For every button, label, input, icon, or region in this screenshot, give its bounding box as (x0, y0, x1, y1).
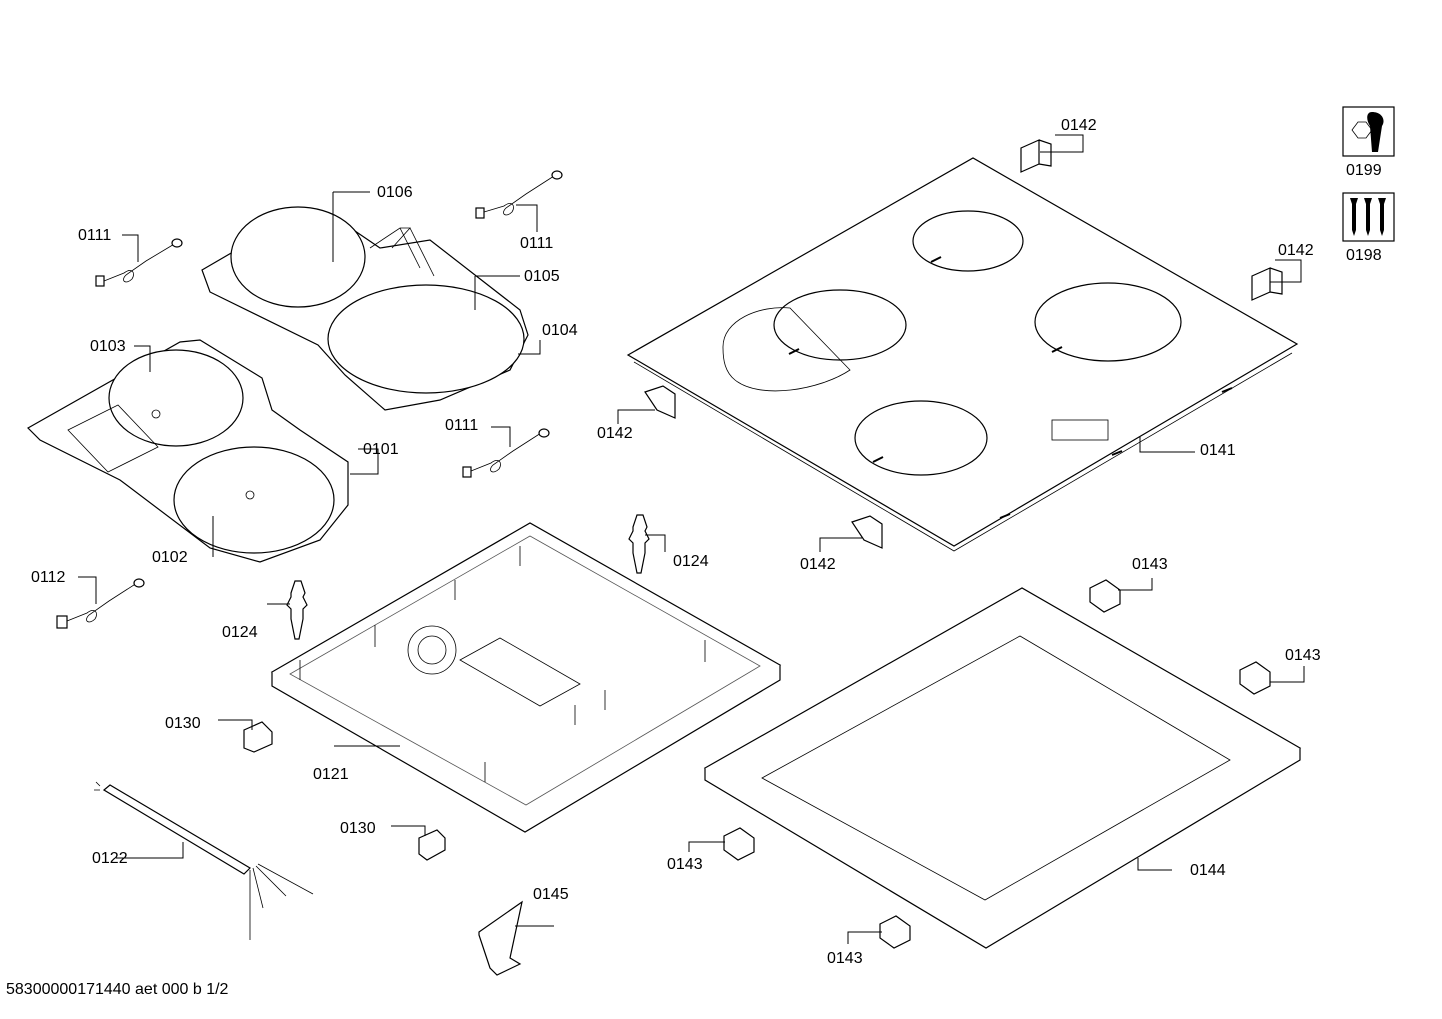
label-0102: 0102 (152, 549, 188, 566)
label-0124: 0124 (222, 624, 258, 641)
power-cable (94, 781, 314, 940)
label-0111: 0111 (520, 235, 554, 252)
label-0106: 0106 (377, 184, 413, 201)
label-0142: 0142 (1278, 242, 1314, 259)
burner-plate-front (27, 339, 349, 563)
housing-tray (270, 522, 782, 833)
document-reference: 58300000171440 aet 000 b 1/2 (6, 981, 229, 998)
label-0198: 0198 (1346, 247, 1382, 264)
clip-0142-left (644, 385, 676, 419)
label-0124: 0124 (673, 553, 709, 570)
clip-0143-b (1239, 661, 1271, 695)
label-0103: 0103 (90, 338, 126, 355)
label-0143: 0143 (667, 856, 703, 873)
clip-0142-right (1251, 267, 1283, 301)
label-0130: 0130 (340, 820, 376, 837)
label-0121: 0121 (313, 766, 349, 783)
spacer-0124-a (286, 580, 308, 640)
label-0130: 0130 (165, 715, 201, 732)
label-0142: 0142 (597, 425, 633, 442)
label-0111: 0111 (445, 417, 479, 434)
label-0142: 0142 (1061, 117, 1097, 134)
label-0199: 0199 (1346, 162, 1382, 179)
clip-0143-c (723, 827, 755, 861)
bracket-0145 (478, 900, 523, 976)
label-0122: 0122 (92, 850, 128, 867)
label-0143: 0143 (1285, 647, 1321, 664)
label-0143: 0143 (1132, 556, 1168, 573)
clip-0130-b (418, 829, 446, 861)
label-0111: 0111 (78, 227, 112, 244)
mounting-frame (703, 587, 1302, 949)
label-0105: 0105 (524, 268, 560, 285)
sensor-0111-b (475, 170, 563, 219)
burner-plate-rear (201, 206, 529, 411)
label-0143: 0143 (827, 950, 863, 967)
label-0142: 0142 (800, 556, 836, 573)
label-0104: 0104 (542, 322, 578, 339)
sensor-0112 (56, 578, 145, 629)
clip-0143-d (879, 915, 911, 949)
glass-ceramic-top (626, 157, 1299, 552)
screws-icon[interactable] (1342, 192, 1395, 242)
spacer-0124-b (628, 514, 650, 574)
sensor-0111-a (95, 238, 183, 287)
label-0141: 0141 (1200, 442, 1236, 459)
clip-0142-bottom (851, 515, 883, 549)
leader-lines (78, 134, 1305, 944)
clip-0142-top (1020, 139, 1052, 173)
clip-0143-a (1089, 579, 1121, 613)
clip-0130-a (243, 721, 273, 753)
label-0112: 0112 (31, 569, 66, 586)
label-0144: 0144 (1190, 862, 1226, 879)
tool-kit-icon[interactable] (1342, 106, 1395, 157)
label-0145: 0145 (533, 886, 569, 903)
sensor-0111-c (462, 428, 550, 478)
label-0101: 0101 (363, 441, 399, 458)
